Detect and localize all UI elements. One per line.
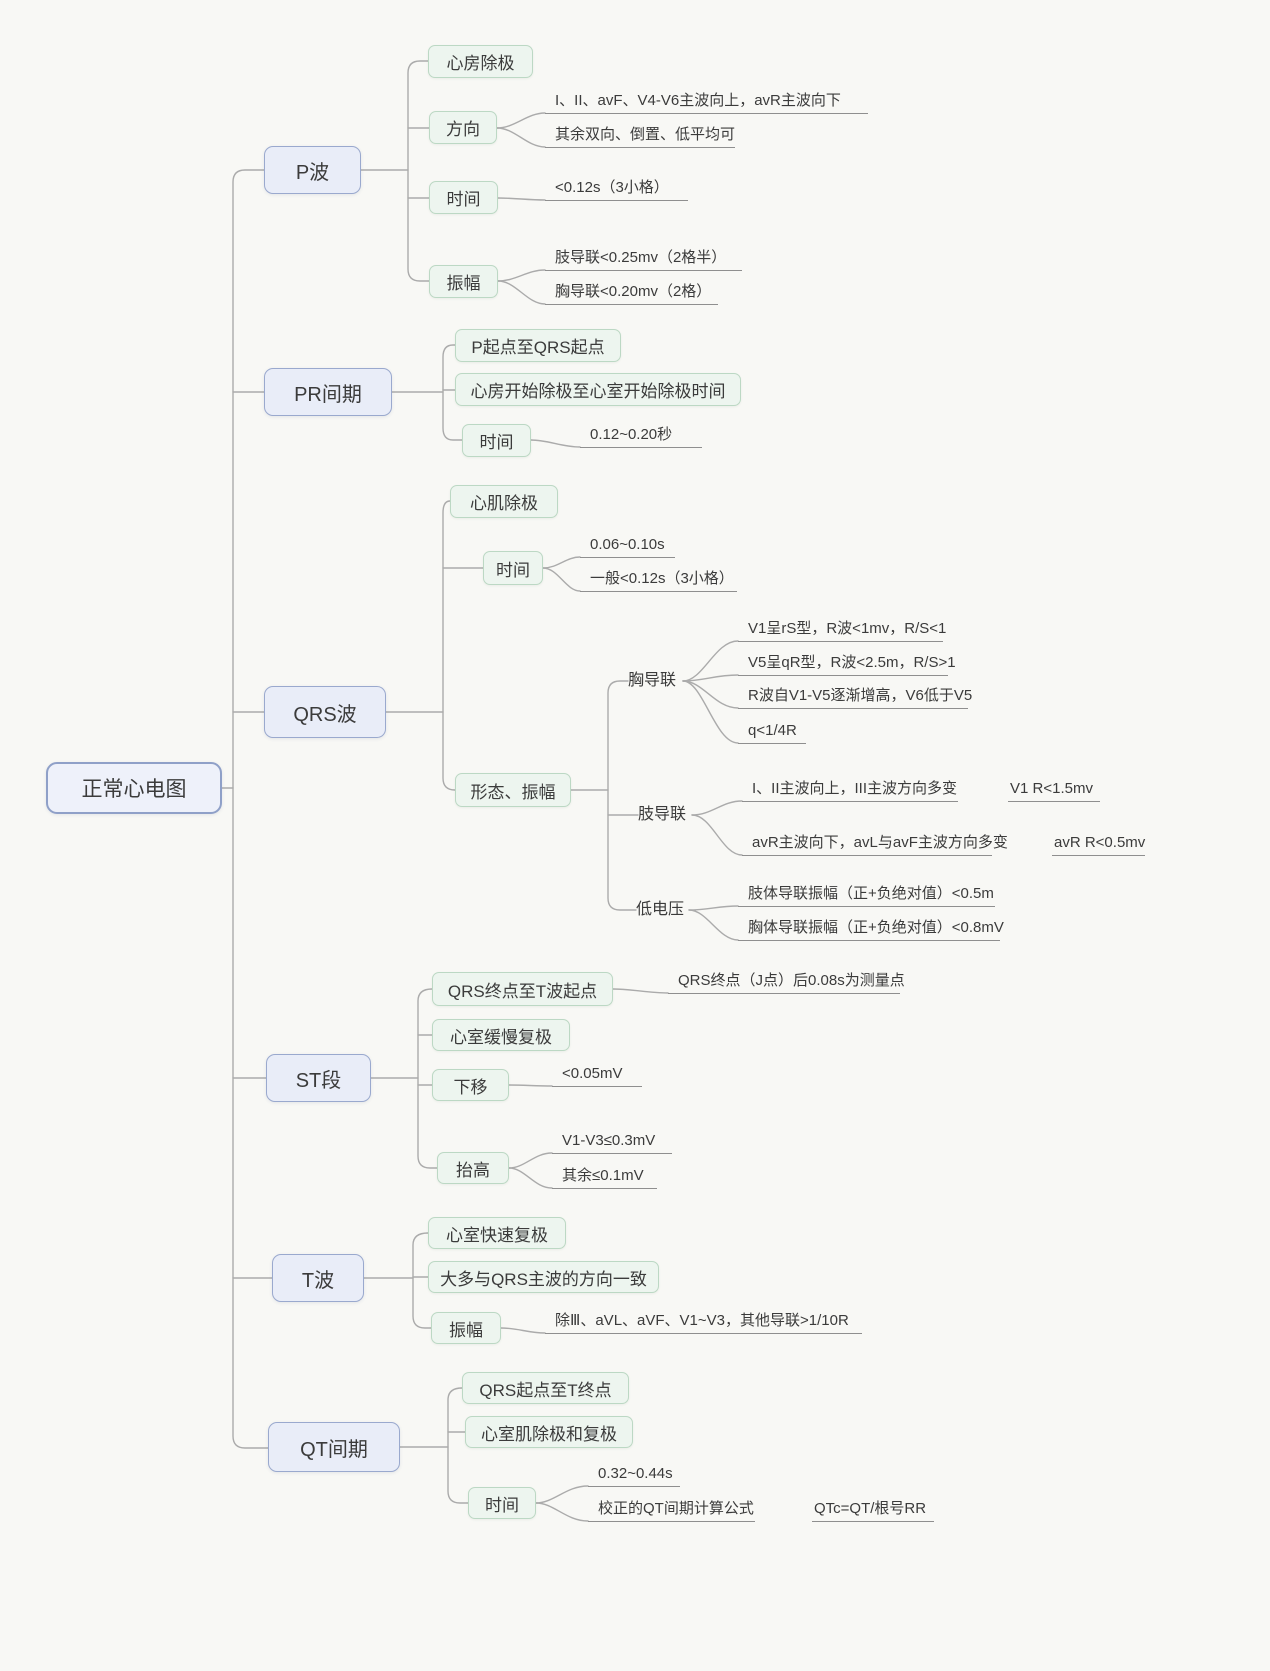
leaf-node[interactable]: 其余≤0.1mV (552, 1166, 657, 1189)
topic-st-elevation[interactable]: 抬高 (437, 1152, 509, 1184)
branch-node-qt-interval[interactable]: QT间期 (268, 1422, 400, 1472)
topic-p-direction[interactable]: 方向 (429, 111, 497, 144)
leaf-node[interactable]: <0.05mV (552, 1064, 642, 1087)
leaf-node[interactable]: q<1/4R (738, 721, 806, 744)
branch-node-qrs-wave[interactable]: QRS波 (264, 686, 386, 738)
leaf-node[interactable]: 肢导联<0.25mv（2格半） (545, 248, 742, 271)
topic-t-amplitude[interactable]: 振幅 (431, 1312, 501, 1344)
subtopic-low-voltage[interactable]: 低电压 (636, 901, 685, 918)
leaf-node[interactable]: 0.12~0.20秒 (580, 425, 702, 448)
topic-st-depression[interactable]: 下移 (432, 1069, 509, 1101)
topic-t-direction[interactable]: 大多与QRS主波的方向一致 (428, 1261, 659, 1293)
leaf-node[interactable]: 0.06~0.10s (580, 535, 675, 558)
leaf-node[interactable]: V1呈rS型，R波<1mv，R/S<1 (738, 619, 946, 642)
leaf-node[interactable]: 肢体导联振幅（正+负绝对值）<0.5m (738, 884, 995, 907)
leaf-node[interactable]: 除Ⅲ、aVL、aVF、V1~V3，其他导联>1/10R (545, 1311, 862, 1334)
branch-node-t-wave[interactable]: T波 (272, 1254, 364, 1302)
branch-node-st-segment[interactable]: ST段 (266, 1054, 371, 1102)
leaf-node[interactable]: <0.12s（3小格） (545, 178, 688, 201)
subtopic-chest-leads[interactable]: 胸导联 (628, 672, 677, 689)
leaf-node[interactable]: avR主波向下，avL与avF主波方向多变 (742, 833, 1008, 856)
leaf-node[interactable]: I、II、avF、V4-V6主波向上，avR主波向下 (545, 91, 868, 114)
leaf-node[interactable]: 0.32~0.44s (588, 1464, 680, 1487)
topic-qt-definition[interactable]: QRS起点至T终点 (462, 1372, 629, 1404)
topic-qt-meaning[interactable]: 心室肌除极和复极 (465, 1416, 633, 1448)
leaf-node[interactable]: QRS终点（J点）后0.08s为测量点 (668, 971, 905, 994)
leaf-node[interactable]: I、II主波向上，III主波方向多变 (742, 779, 958, 802)
leaf-node[interactable]: 校正的QT间期计算公式 (588, 1499, 755, 1522)
topic-qrs-duration[interactable]: 时间 (483, 551, 543, 585)
leaf-node[interactable]: R波自V1-V5逐渐增高，V6低于V5 (738, 686, 972, 709)
topic-myocardial-depolarization[interactable]: 心肌除极 (450, 485, 558, 518)
topic-rapid-repolarization[interactable]: 心室快速复极 (428, 1217, 566, 1249)
leaf-node[interactable]: V1-V3≤0.3mV (552, 1131, 672, 1154)
leaf-node[interactable]: 胸体导联振幅（正+负绝对值）<0.8mV (738, 918, 1004, 941)
leaf-note[interactable]: avR R<0.5mv (1052, 833, 1145, 856)
topic-st-definition[interactable]: QRS终点至T波起点 (432, 972, 613, 1006)
topic-qrs-morphology-amplitude[interactable]: 形态、振幅 (455, 773, 571, 807)
leaf-node[interactable]: V5呈qR型，R波<2.5m，R/S>1 (738, 653, 956, 676)
root-node[interactable]: 正常心电图 (46, 762, 222, 814)
topic-pr-duration[interactable]: 时间 (462, 424, 531, 457)
topic-qt-duration[interactable]: 时间 (468, 1487, 536, 1519)
topic-pr-meaning[interactable]: 心房开始除极至心室开始除极时间 (455, 373, 741, 406)
leaf-node[interactable]: 一般<0.12s（3小格） (580, 569, 737, 592)
branch-node-p-wave[interactable]: P波 (264, 146, 361, 194)
leaf-node[interactable]: 其余双向、倒置、低平均可 (545, 125, 735, 148)
topic-pr-definition[interactable]: P起点至QRS起点 (455, 329, 621, 362)
topic-p-amplitude[interactable]: 振幅 (429, 265, 498, 298)
leaf-node[interactable]: 胸导联<0.20mv（2格） (545, 282, 718, 305)
topic-slow-repolarization[interactable]: 心室缓慢复极 (432, 1019, 570, 1051)
topic-p-duration[interactable]: 时间 (429, 181, 498, 214)
topic-atrial-depolarization[interactable]: 心房除极 (428, 45, 533, 78)
leaf-note[interactable]: V1 R<1.5mv (1008, 779, 1100, 802)
subtopic-limb-leads[interactable]: 肢导联 (638, 806, 687, 823)
leaf-note[interactable]: QTc=QT/根号RR (812, 1499, 934, 1522)
branch-node-pr-interval[interactable]: PR间期 (264, 368, 392, 416)
